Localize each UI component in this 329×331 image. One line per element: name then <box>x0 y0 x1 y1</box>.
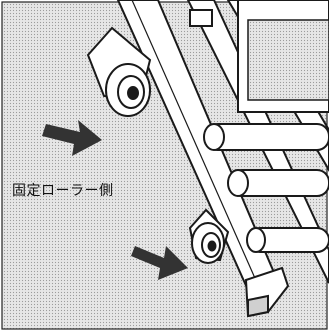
foot-pad <box>244 266 290 318</box>
upper-roller <box>86 26 152 117</box>
arrow-upper <box>42 120 102 156</box>
caption-label: 固定ローラー側 <box>12 183 114 199</box>
lower-roller <box>188 208 230 264</box>
arrow-lower <box>131 246 188 280</box>
hinge-bracket <box>189 9 213 27</box>
ladder-frame <box>116 0 329 292</box>
